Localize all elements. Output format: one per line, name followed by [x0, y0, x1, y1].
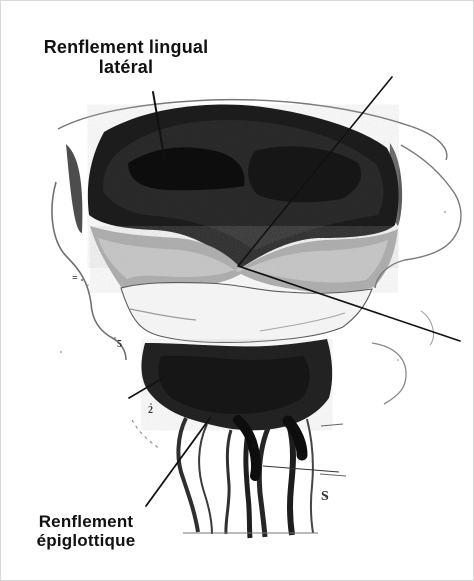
- label-renflement-epiglottique: Renflement épiglottique: [34, 513, 138, 550]
- label-renflement-lingual-lateral: Renflement lingual latéral: [26, 38, 226, 78]
- label-bottom-line-1: Renflement: [34, 513, 138, 532]
- right-lower-contour: [372, 343, 406, 404]
- small-mark-1: =: [72, 274, 78, 284]
- small-mark-3: 2: [148, 406, 153, 416]
- label-top-line-2: latéral: [26, 58, 226, 78]
- lower-tubes: [178, 418, 346, 538]
- label-top-line-1: Renflement lingual: [26, 38, 226, 58]
- left-dash: [132, 420, 159, 448]
- small-mark-4: S: [321, 490, 329, 504]
- small-mark-2: 5: [117, 340, 122, 350]
- bottom-pointer-line: [146, 418, 210, 506]
- left-shadow-band: [66, 144, 82, 233]
- label-bottom-line-2: épiglottique: [34, 532, 138, 551]
